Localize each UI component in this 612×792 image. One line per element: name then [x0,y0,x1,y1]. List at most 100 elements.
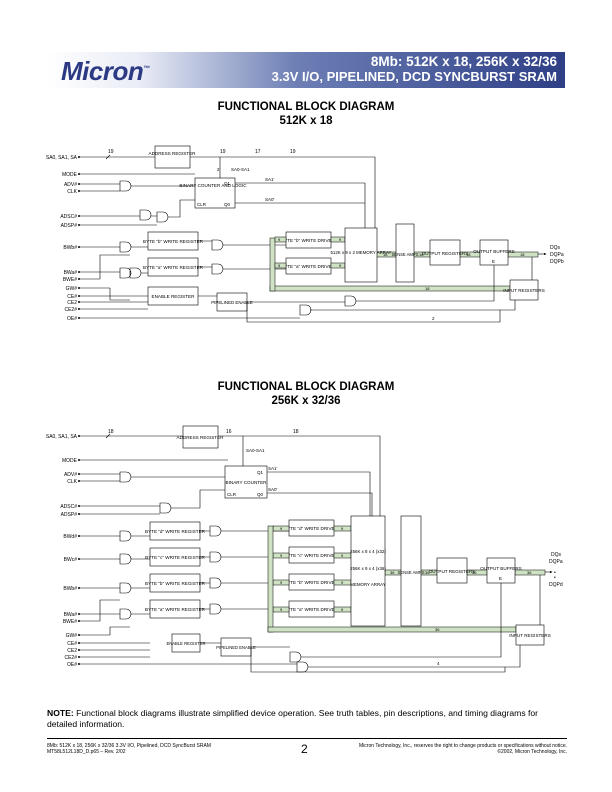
diagram1-signal-labels: SA0, SA1, SA MODE ADV# CLK ADSC# ADSP# B… [46,155,78,322]
d1-address-register-label: ADDRESS REGISTER [149,151,197,156]
d2-signal-bwb: BWb# [63,586,77,592]
d1-bus-addr-in: 19 [108,149,114,155]
d1-sa0-sa1: SA0-SA1 [231,167,250,172]
d2-signal-bwa: BWa# [64,612,78,618]
d1-signal-adsp: ADSP# [61,223,78,229]
d1-bus-addr-out: 19 [220,149,226,155]
d2-sense-amps [400,515,422,627]
d1-signal-sa: SA0, SA1, SA [46,155,78,161]
diagram2-heading: FUNCTIONAL BLOCK DIAGRAM [217,381,395,393]
d2-array-out: 36 [390,570,395,575]
d2-bus-addr-out: 16 [226,429,232,435]
d2-e: E [499,576,502,581]
d1-output-buffers [479,239,509,266]
d2-output-buffers-label: OUTPUT BUFFERS [480,566,522,571]
d1-nine-b2: 9 [278,237,281,242]
d2-output-registers-label: OUTPUT REGISTERS [429,569,476,574]
d1-byte-a-wr-label: BYTE "a" WRITE REGISTER [143,265,204,270]
d2-nine-b2: 9 [280,580,283,585]
d1-nine-a2: 9 [278,263,281,268]
d1-q0: Q0 [224,202,231,207]
d2-nine-labels: 9 9 9 9 9 9 9 9 36 36 36 36 36 [280,526,532,632]
d2-q1: Q1 [257,470,264,475]
d2-binary-counter-label: BINARY COUNTER [226,480,268,485]
d1-sa0p: SA0' [265,197,275,202]
d2-clr: CLR [227,492,237,497]
d1-address-register [154,145,191,169]
d2-memory-array-label: 256K x 8 x 4 (x32) 256K x 9 x 4 (x36) ME… [350,549,386,587]
d1-signal-clk: CLK [67,189,77,195]
diagram1-subheading: 512K x 18 [279,115,333,127]
d1-output-registers [429,239,461,266]
diagram1: SA0, SA1, SA MODE ADV# CLK ADSC# ADSP# B… [46,145,564,323]
d1-oe-bus: 2 [432,316,435,321]
d2-nine-a2: 9 [280,607,283,612]
svg-text:256K x 9 x 4 (x36): 256K x 9 x 4 (x36) [350,566,386,571]
d1-enable-reg-label: ENABLE REGISTER [152,294,196,299]
d1-pipelined-label: PIPELINED ENABLE [211,300,253,305]
d2-bus-addr-in: 18 [108,429,114,435]
d1-ob-out: 18 [520,252,525,257]
d2-feedback: 36 [435,627,440,632]
d1-sense-amps [395,223,415,283]
d1-outputs: DQs DQPa DQPb [550,245,564,265]
d1-signal-adv: ADV# [64,182,77,188]
d2-byte-c-wd-label: BYTE "c" WRITE DRIVER [284,553,338,558]
d1-byte-b-wd-label: BYTE "b" WRITE DRIVER [281,238,335,243]
d1-binary-counter [194,177,236,209]
d1-signal-ce2: CE2 [67,300,77,306]
d2-signal-clk: CLK [67,479,77,485]
diagram2-title: FUNCTIONAL BLOCK DIAGRAM 256K x 32/36 [0,380,612,408]
d2-byte-d-wd-label: BYTE "d" WRITE DRIVER [284,526,338,531]
d2-enable-reg-label: ENABLE REGISTER [166,641,205,646]
header-banner [47,52,565,88]
d1-dqpb: DQPb [550,259,564,265]
d1-output-registers-label: OUTPUT REGISTERS [422,251,469,256]
footer-left: 8Mb: 512K x 18, 256K x 32/36 3.3V I/O, P… [47,743,211,755]
d1-byte-b-wr-label: BYTE "b" WRITE REGISTER [143,239,204,244]
d1-input-registers-label: INPUT REGISTERS [503,288,545,293]
d2-signal-adsc: ADSC# [60,504,77,510]
d2-pipelined-label: PIPELINED ENABLE [216,645,256,650]
d2-address-register-label: ADDRESS REGISTER [177,435,225,440]
micron-logo: Micron™ [61,56,150,86]
d1-clr: CLR [197,202,207,207]
d1-e: E [492,259,495,264]
header-title-line1: 8Mb: 512K x 18, 256K x 32/36 [370,54,557,69]
d2-signal-bwc: BWc# [64,557,78,563]
diagram1-heading: FUNCTIONAL BLOCK DIAGRAM [217,101,395,113]
d1-nine-a: 9 [339,263,342,268]
d2-input-registers [515,624,545,646]
d2-bus-addr-array: 18 [293,429,299,435]
d2-byte-d-wr-label: BYTE "d" WRITE REGISTER [145,529,206,534]
d2-signal-bwd: BWd# [63,534,77,540]
svg-text:MEMORY ARRAY: MEMORY ARRAY [350,582,385,587]
d1-signal-adsc: ADSC# [60,214,77,220]
d2-signal-ce2n: CE2# [64,655,77,661]
d2-nine-c: 9 [341,553,344,558]
d2-signal-adsp: ADSP# [61,512,78,518]
d2-dqpd: DQPd [549,582,563,588]
diagram2: SA0, SA1, SA MODE ADV# CLK ADSC# ADSP# B… [46,425,563,673]
d1-signal-oe: OE# [67,316,77,322]
footer-left-line2: MT58L512L18D_D.p65 – Rev. 2/02 [47,749,126,755]
footer-right: Micron Technology, Inc., reserves the ri… [359,743,567,755]
d2-byte-a-wr-label: BYTE "a" WRITE REGISTER [145,607,206,612]
d1-signal-mode: MODE [62,172,78,178]
note-text: Functional block diagrams illustrate sim… [47,708,539,729]
d2-q0: Q0 [257,492,264,497]
d1-byte-a-wd-label: BYTE "a" WRITE DRIVER [281,264,335,269]
d2-sa1p: SA1' [268,466,278,471]
d2-signal-ce: CE# [67,641,77,647]
d1-bus-two: 2 [217,167,220,172]
d2-byte-c-wr-label: BYTE "c" WRITE REGISTER [145,555,205,560]
d2-nine-b: 9 [341,580,344,585]
d1-binary-counter-label: BINARY COUNTER AND LOGIC [179,183,247,188]
d2-address-register [182,425,219,449]
d2-nine-d: 9 [341,526,344,531]
svg-text:ADDRESS REGISTER: ADDRESS REGISTER [149,151,197,156]
d1-sa1p: SA1' [265,177,275,182]
diagram2-subheading: 256K x 32/36 [271,395,341,407]
d2-byte-a-wd-label: BYTE "a" WRITE DRIVER [284,607,338,612]
